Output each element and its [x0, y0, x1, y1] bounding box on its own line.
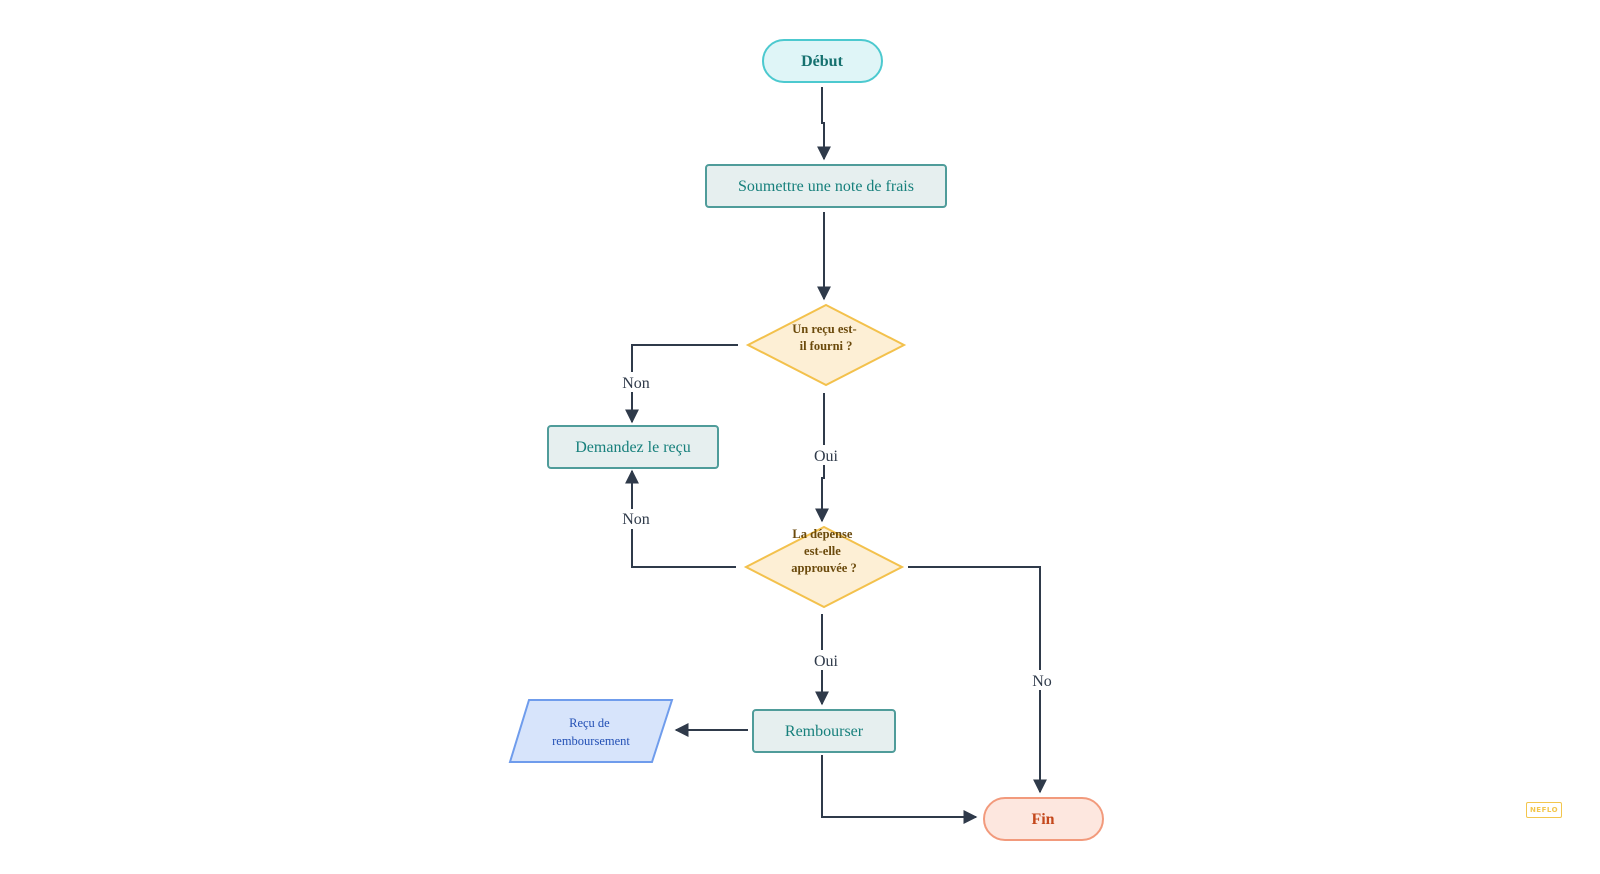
- edge-approved-no-to-request: [625, 469, 736, 568]
- start-node[interactable]: Début: [762, 39, 883, 83]
- edge-label-approved-no-right: No: [1032, 673, 1052, 690]
- brand-watermark-logo: NEFLO: [1526, 802, 1562, 818]
- start-node-label: Début: [801, 53, 843, 70]
- submit-expense-node[interactable]: Soumettre une note de frais: [705, 164, 947, 208]
- edge-label-receipt-yes: Oui: [814, 448, 839, 465]
- reimbursement-receipt-node[interactable]: Reçu de remboursement: [508, 699, 674, 763]
- request-receipt-label: Demandez le reçu: [575, 439, 690, 456]
- edge-reimburse-to-end: [821, 755, 978, 824]
- edge-start-to-submit: [817, 87, 831, 161]
- edge-approved-no-to-end: [908, 566, 1047, 794]
- edge-receipt-no-to-request: [625, 344, 738, 424]
- edge-label-receipt-no: Non: [622, 375, 650, 392]
- approved-decision-label: La dépense est-elle approuvée ?: [791, 527, 856, 575]
- edge-label-approved-yes: Oui: [814, 653, 839, 670]
- reimburse-label: Rembourser: [785, 723, 864, 740]
- end-node-label: Fin: [1031, 811, 1054, 828]
- receipt-decision-label: Un reçu est- il fourni ?: [792, 322, 859, 353]
- reimburse-node[interactable]: Rembourser: [752, 709, 896, 753]
- receipt-decision-node[interactable]: Un reçu est- il fourni ?: [745, 303, 907, 387]
- submit-expense-label: Soumettre une note de frais: [738, 178, 914, 195]
- edge-label-approved-no-left: Non: [622, 511, 650, 528]
- reimbursement-receipt-label: Reçu de remboursement: [552, 716, 630, 748]
- edge-receipt-yes-to-approved: [815, 393, 829, 523]
- end-node[interactable]: Fin: [983, 797, 1104, 841]
- edge-labels: Non Oui Non Oui No: [618, 372, 1056, 690]
- approved-decision-node[interactable]: La dépense est-elle approuvée ?: [743, 525, 905, 609]
- request-receipt-node[interactable]: Demandez le reçu: [547, 425, 719, 469]
